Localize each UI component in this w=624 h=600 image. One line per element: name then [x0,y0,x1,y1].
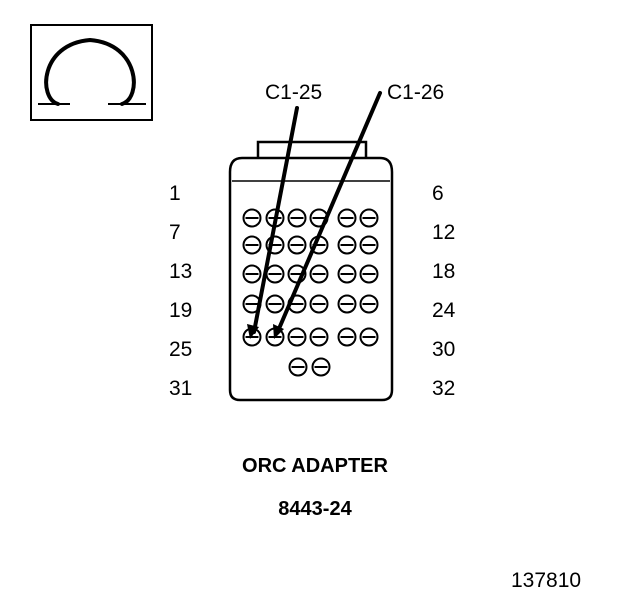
adapter-name: ORC ADAPTER [242,455,388,477]
right-pin-labels: 6 12 18 24 30 32 [432,182,456,400]
figure-id: 137810 [511,569,581,592]
pin-label-right: 24 [432,299,456,322]
pin-label-left: 1 [169,182,181,205]
left-pin-labels: 1 7 13 19 25 31 [169,182,192,400]
adapter-part-number: 8443-24 [278,498,352,520]
pin-label-left: 31 [169,377,192,400]
pin-label-left: 7 [169,221,181,244]
pin-label-left: 25 [169,338,192,361]
pin-label-left: 19 [169,299,192,322]
pin-label-right: 18 [432,260,455,283]
callout-c1-25: C1-25 [265,81,322,104]
pin-label-left: 13 [169,260,192,283]
pin-label-right: 32 [432,377,455,400]
ohmmeter-icon [30,24,153,121]
pin-grid [242,208,379,377]
pin-label-right: 30 [432,338,455,361]
pin-label-right: 12 [432,221,455,244]
callout-c1-26: C1-26 [387,81,444,104]
probe-leads [247,91,382,339]
pin-label-right: 6 [432,182,444,205]
